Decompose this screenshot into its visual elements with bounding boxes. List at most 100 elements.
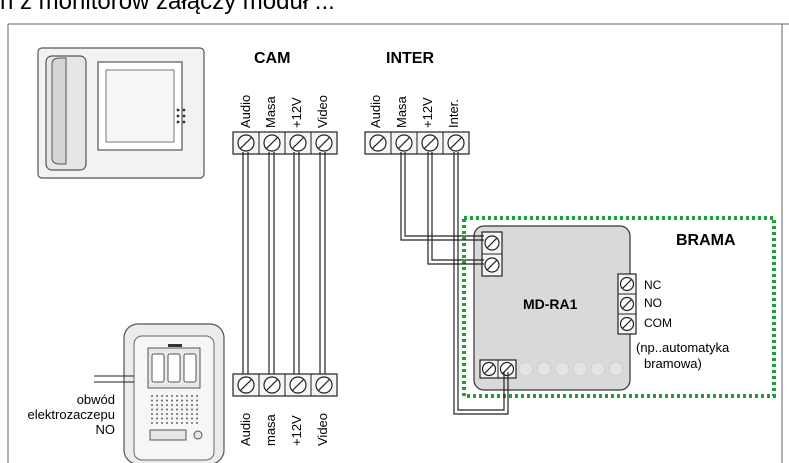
speaker-hole (186, 408, 188, 411)
speaker-hole (156, 408, 158, 411)
module-note-line2: bramowa) (644, 356, 702, 371)
speaker-hole (191, 417, 193, 420)
cam-top-label-video: Video (315, 94, 330, 128)
module-unused-terminal (554, 361, 570, 377)
speaker-hole (171, 395, 173, 397)
speaker-hole (191, 404, 193, 406)
module-unused-terminal (518, 361, 534, 377)
inter-title: INTER (386, 50, 434, 67)
speaker-hole (171, 408, 173, 411)
module-unused-terminal (536, 361, 552, 377)
speaker-hole (151, 404, 153, 406)
speaker-hole (161, 395, 163, 397)
module-note-line1: (np..automatyka (636, 340, 730, 355)
inter-terminal-block-top (364, 131, 470, 155)
brama-title: BRAMA (676, 232, 736, 249)
speaker-hole (166, 408, 168, 411)
inter-top-label-12v: +12V (420, 97, 435, 128)
cam-bottom-label-masa: masa (263, 414, 278, 446)
door-lock-label-2: elektrozaczepu (27, 407, 115, 422)
speaker-grille (151, 395, 198, 424)
speaker-hole (196, 408, 198, 411)
inter-top-screw-1 (369, 134, 387, 152)
speaker-hole (196, 413, 198, 415)
speaker-hole (156, 395, 158, 397)
cam-bottom-screw-4 (315, 376, 333, 394)
contact-nc: NC (644, 278, 662, 292)
module-bottom-screw-2 (499, 361, 515, 377)
speaker-hole (156, 413, 158, 415)
cam-top-label-masa: Masa (263, 96, 278, 128)
door-lock-wires (94, 375, 134, 383)
cam-top-screw-2 (263, 134, 281, 152)
speaker-hole (151, 399, 153, 402)
module-right-screw-3 (619, 316, 635, 332)
cam-wires (242, 152, 326, 374)
inter-top-screw-2 (395, 134, 413, 152)
speaker-hole (176, 404, 178, 406)
module-unused-terminal (590, 361, 606, 377)
speaker-hole (161, 413, 163, 415)
speaker-hole (156, 399, 158, 402)
cam-top-label-12v: +12V (289, 97, 304, 128)
door-lock-label-1: obwód (76, 392, 115, 407)
cam-title: CAM (254, 50, 291, 67)
module-unused-terminal (608, 361, 624, 377)
contact-com: COM (644, 316, 672, 330)
caption: h z monitorów załączy moduł ... (0, 0, 335, 15)
door-station-icon (123, 323, 225, 463)
inter-top-label-inter: Inter. (446, 99, 461, 128)
module-bottom-screw-1 (481, 361, 497, 377)
speaker-hole (186, 413, 188, 415)
speaker-hole (171, 417, 173, 420)
brama-frame (462, 216, 776, 398)
speaker-hole (166, 395, 168, 397)
speaker-hole (151, 413, 153, 415)
speaker-hole (151, 395, 153, 397)
module-right-screw-1 (619, 276, 635, 292)
module-unused-terminal (572, 361, 588, 377)
speaker-hole (191, 395, 193, 397)
speaker-hole (196, 404, 198, 406)
cam-top-screw-4 (315, 134, 333, 152)
module-left-screw-2 (484, 257, 500, 273)
module-name: MD-RA1 (523, 296, 578, 312)
speaker-hole (171, 404, 173, 406)
speaker-hole (176, 413, 178, 415)
speaker-hole (186, 399, 188, 402)
speaker-hole (161, 408, 163, 411)
door-lock-label-3: NO (95, 422, 116, 437)
cam-top-label-audio: Audio (238, 94, 253, 128)
inter-top-screw-4 (447, 134, 465, 152)
page-frame (7, 23, 789, 463)
speaker-hole (156, 417, 158, 420)
speaker-hole (191, 399, 193, 402)
speaker-hole (171, 413, 173, 415)
speaker-hole (156, 422, 158, 424)
speaker-hole (151, 422, 153, 424)
speaker-hole (176, 408, 178, 411)
module-input-terminals (481, 231, 503, 277)
speaker-hole (186, 395, 188, 397)
monitor-icon (37, 47, 205, 179)
inter-top-label-masa: Masa (394, 96, 409, 128)
speaker-hole (181, 404, 183, 406)
module-bottom-terminals (479, 359, 624, 379)
speaker-hole (151, 417, 153, 420)
inter-top-label-audio: Audio (368, 94, 383, 128)
cam-terminal-block-top (232, 131, 338, 155)
speaker-hole (161, 417, 163, 420)
module-left-screw-1 (484, 235, 500, 251)
speaker-hole (186, 422, 188, 424)
speaker-hole (176, 395, 178, 397)
speaker-hole (171, 422, 173, 424)
speaker-hole (166, 404, 168, 406)
speaker-hole (196, 395, 198, 397)
speaker-hole (166, 399, 168, 402)
cam-top-screw-1 (237, 134, 255, 152)
speaker-hole (156, 404, 158, 406)
speaker-hole (191, 408, 193, 411)
cam-bottom-screw-2 (263, 376, 281, 394)
speaker-hole (191, 413, 193, 415)
